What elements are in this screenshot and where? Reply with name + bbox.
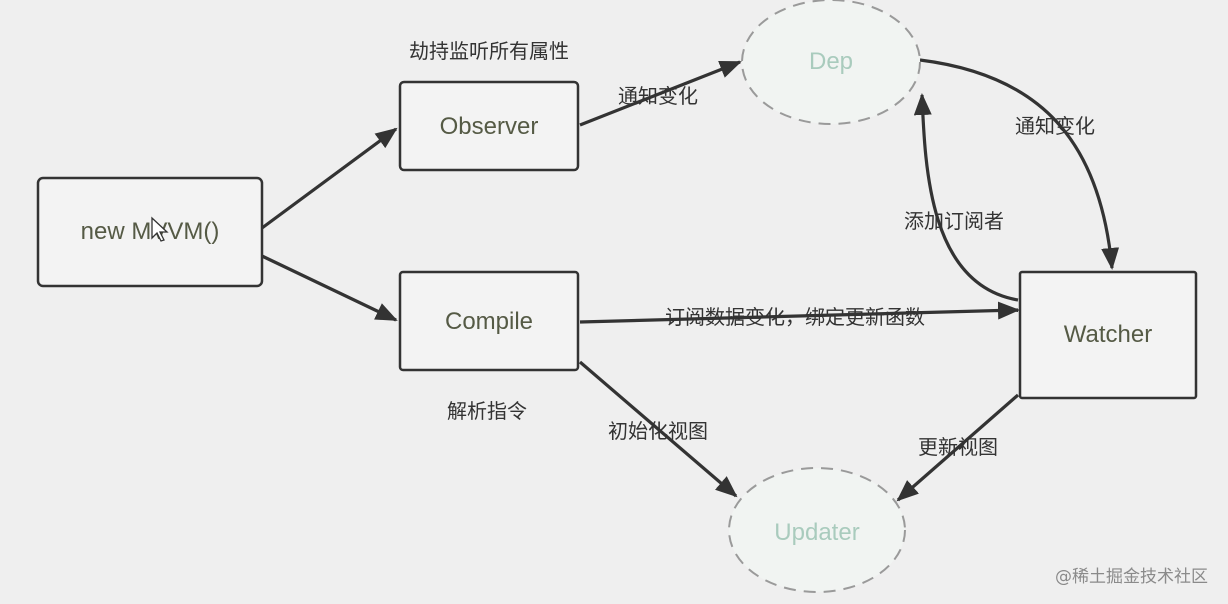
node-dep-label: Dep <box>809 48 853 75</box>
node-updater: Updater <box>728 467 906 593</box>
label-watcher-to-dep: 添加订阅者 <box>904 209 1004 233</box>
node-observer-label: Observer <box>440 113 539 140</box>
label-compile-note: 解析指令 <box>447 399 527 423</box>
watermark: @稀土掘金技术社区 <box>1055 567 1208 587</box>
label-observer-note: 劫持监听所有属性 <box>409 39 569 63</box>
edge-mvvm-to-observer <box>261 127 398 230</box>
node-mvvm: new MVVM() <box>36 176 264 288</box>
node-compile-label: Compile <box>445 308 533 335</box>
edge-mvvm-to-compile <box>261 254 398 322</box>
edge-dep-to-watcher <box>919 58 1120 270</box>
label-dep-to-watcher: 通知变化 <box>1015 114 1095 138</box>
node-watcher-label: Watcher <box>1064 321 1152 348</box>
node-dep: Dep <box>741 0 921 125</box>
label-compile-to-watcher: 订阅数据变化，绑定更新函数 <box>665 305 925 329</box>
edge-compile-to-watcher <box>579 301 1020 324</box>
label-observer-to-dep: 通知变化 <box>618 84 698 108</box>
pointer-cursor-icon <box>151 216 169 242</box>
edge-watcher-to-dep <box>913 93 1019 302</box>
edge-observer-to-dep <box>579 60 742 127</box>
label-watcher-to-updater: 更新视图 <box>918 435 998 459</box>
node-mvvm-label: new MVVM() <box>81 218 220 245</box>
node-compile: Compile <box>398 270 580 372</box>
edge-watcher-to-updater <box>896 393 1020 502</box>
edge-compile-to-updater <box>578 360 738 498</box>
label-compile-to-updater: 初始化视图 <box>608 419 708 443</box>
node-updater-label: Updater <box>774 519 859 546</box>
node-observer: Observer <box>398 80 580 172</box>
node-watcher: Watcher <box>1018 270 1198 400</box>
